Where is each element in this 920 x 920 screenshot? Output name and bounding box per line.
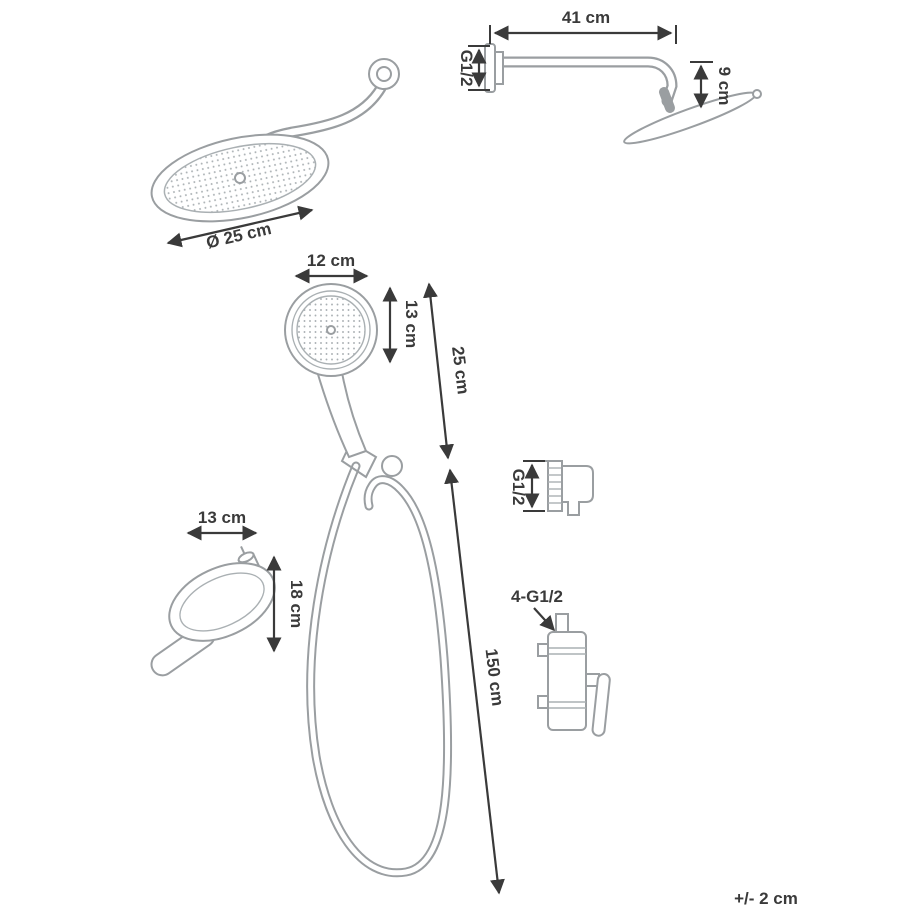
arm-length-dimension: 41 cm xyxy=(489,8,677,44)
holder-distance-dimension: 25 cm xyxy=(423,282,473,460)
arm-thread-label: G1/2 xyxy=(457,50,476,87)
diverter-valve-drawing xyxy=(537,613,611,737)
mixer-width-label: 13 cm xyxy=(198,508,246,527)
mixer-knob-pin xyxy=(240,546,246,555)
head-drop-label: 9 cm xyxy=(715,67,734,106)
arm-wall-flange xyxy=(484,43,496,93)
tolerance-label: +/- 2 cm xyxy=(734,889,798,908)
holder-cradle xyxy=(340,440,378,479)
outlet-thread-lines xyxy=(548,467,562,504)
hand-shower-center-cap xyxy=(326,325,336,335)
valve-thread-callout: 4-G1/2 xyxy=(511,587,563,632)
holder-distance-arrow xyxy=(423,282,454,460)
rain-shower-head-drawing xyxy=(150,58,400,223)
shower-arm-side-view xyxy=(484,43,762,145)
hose-length-dimension: 150 cm xyxy=(444,468,508,895)
arm-tube-inner xyxy=(498,58,676,105)
mixer-width-dimension: 13 cm xyxy=(186,508,258,541)
valve-body xyxy=(547,631,587,731)
holder-wall-mount xyxy=(381,455,403,477)
arm-head-connector xyxy=(659,87,675,113)
hose-length-label: 150 cm xyxy=(482,648,508,708)
hand-width-dimension: 12 cm xyxy=(294,251,369,284)
wall-flange-center xyxy=(376,66,392,82)
outlet-thread-dimension: G1/2 xyxy=(509,460,545,512)
mixer-height-dimension: 18 cm xyxy=(266,555,306,653)
mixer-height-label: 18 cm xyxy=(287,580,306,628)
hand-shower-drawing xyxy=(284,283,403,479)
valve-left-stub-bottom xyxy=(537,695,549,709)
hand-height-dimension: 13 cm xyxy=(382,286,421,364)
valve-left-stub-top xyxy=(537,643,549,657)
hand-shower-height-label: 13 cm xyxy=(402,300,421,348)
arm-thread-dimension: G1/2 xyxy=(457,45,490,91)
valve-handle-lever xyxy=(591,672,611,737)
valve-thread-leader-arrow xyxy=(533,607,556,632)
hand-shower-rim xyxy=(291,290,371,370)
hand-shower-width-label: 12 cm xyxy=(307,251,355,270)
wall-outlet-elbow-drawing xyxy=(540,460,594,516)
mixer-body-inner xyxy=(179,572,265,632)
arm-flange-collar xyxy=(494,51,504,85)
outlet-thread-label: G1/2 xyxy=(509,469,528,506)
mixer-valve-drawing xyxy=(150,546,276,677)
arm-length-label: 41 cm xyxy=(562,8,610,27)
head-diameter-arrow xyxy=(166,205,314,248)
arm-head-nub xyxy=(752,89,762,99)
rain-head-center-cap xyxy=(234,172,246,184)
valve-thread-label: 4-G1/2 xyxy=(511,587,563,606)
shower-hose xyxy=(306,461,453,878)
hand-shower-handle xyxy=(315,365,368,459)
arm-head-profile xyxy=(623,91,757,145)
hose-length-arrow xyxy=(444,468,505,895)
head-drop-dimension: 9 cm xyxy=(690,61,734,109)
outlet-elbow-body xyxy=(561,465,594,516)
head-diameter-label: Ø 25 cm xyxy=(204,219,273,252)
arm-tube xyxy=(496,56,678,107)
holder-distance-label: 25 cm xyxy=(448,345,473,395)
